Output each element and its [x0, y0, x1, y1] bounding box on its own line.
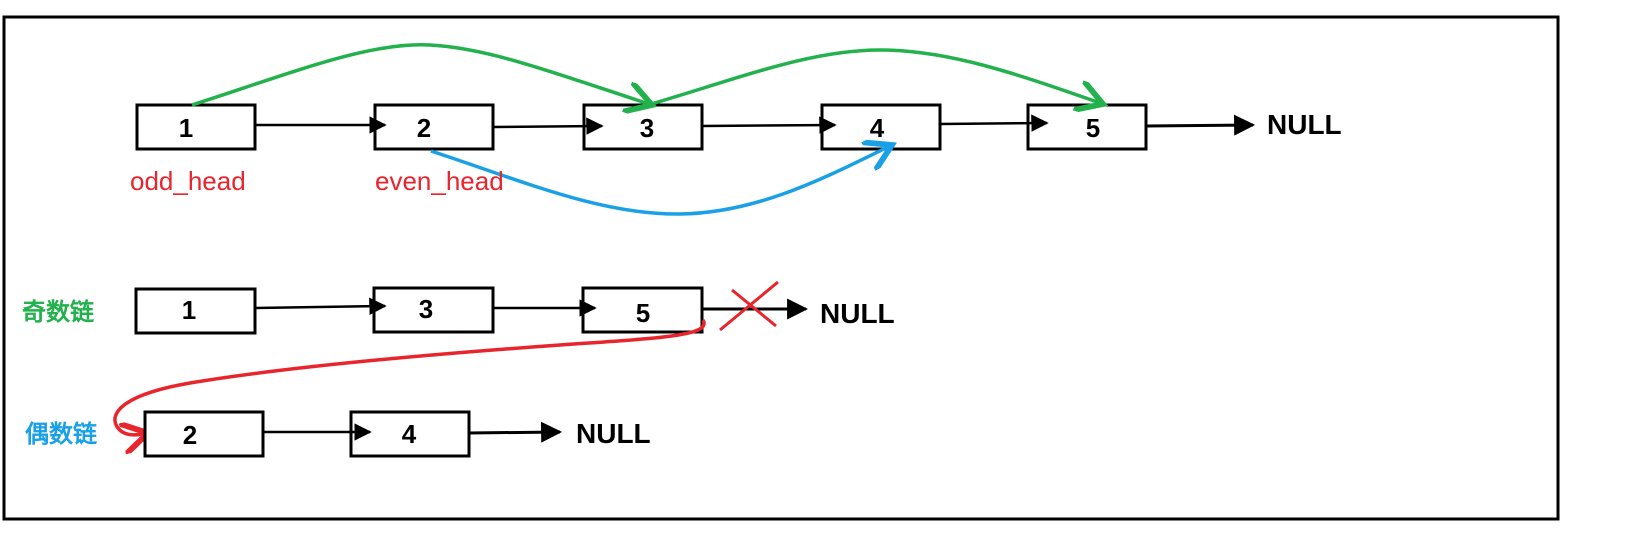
even-chain-node-2: 2 — [143, 410, 265, 458]
odd-next-arrow-1-3 — [254, 297, 387, 315]
node-value: 4 — [870, 113, 885, 143]
next-arrow-2-3 — [492, 117, 604, 135]
even-chain: 偶数链 2 4 NULL — [25, 410, 651, 458]
original-node-4: 4 — [820, 103, 942, 151]
even-head-label: even_head — [375, 166, 504, 196]
even-chain-node-4: 4 — [349, 410, 471, 458]
even-null-label: NULL — [576, 418, 651, 449]
node-value: 1 — [182, 295, 196, 325]
next-arrow-5-null — [1145, 114, 1256, 136]
node-value: 1 — [179, 113, 193, 143]
odd-chain: 奇数链 1 3 5 NULL — [22, 280, 895, 335]
odd-link-1-3 — [191, 43, 652, 105]
node-value: 3 — [419, 294, 433, 324]
odd-chain-node-3: 3 — [372, 286, 495, 334]
original-null-label: NULL — [1267, 109, 1342, 140]
node-value: 4 — [402, 419, 417, 449]
odd-head-label: odd_head — [130, 166, 246, 196]
relink-odd-tail-to-even-head — [113, 319, 706, 435]
diagram-frame — [2, 15, 1560, 521]
next-arrow-4-5 — [939, 114, 1049, 132]
node-value: 3 — [640, 113, 654, 143]
odd-chain-node-1: 1 — [134, 287, 257, 335]
cut-link-cross-icon — [719, 280, 779, 332]
odd-chain-node-5: 5 — [581, 286, 704, 334]
original-node-5: 5 — [1026, 103, 1148, 151]
odd-chain-label: 奇数链 — [22, 298, 95, 326]
node-value: 5 — [1086, 113, 1100, 143]
node-value: 2 — [417, 113, 431, 143]
node-box — [134, 287, 257, 335]
node-value: 5 — [636, 298, 650, 328]
odd-null-label: NULL — [820, 298, 895, 329]
next-arrow-3-4 — [701, 116, 837, 134]
node-box — [143, 410, 265, 458]
even-next-arrow-4-null — [468, 421, 563, 443]
node-box — [135, 103, 257, 151]
node-box — [372, 286, 495, 334]
even-link-2-4 — [430, 145, 892, 216]
original-node-1: 1 — [135, 103, 262, 151]
even-chain-label: 偶数链 — [25, 420, 98, 448]
original-node-2: 2 — [373, 103, 495, 151]
node-value: 2 — [183, 420, 197, 450]
original-list: 1 2 3 4 5 NULL odd_head eve — [130, 43, 1342, 216]
odd-link-3-5 — [647, 48, 1103, 105]
node-box — [373, 103, 495, 151]
